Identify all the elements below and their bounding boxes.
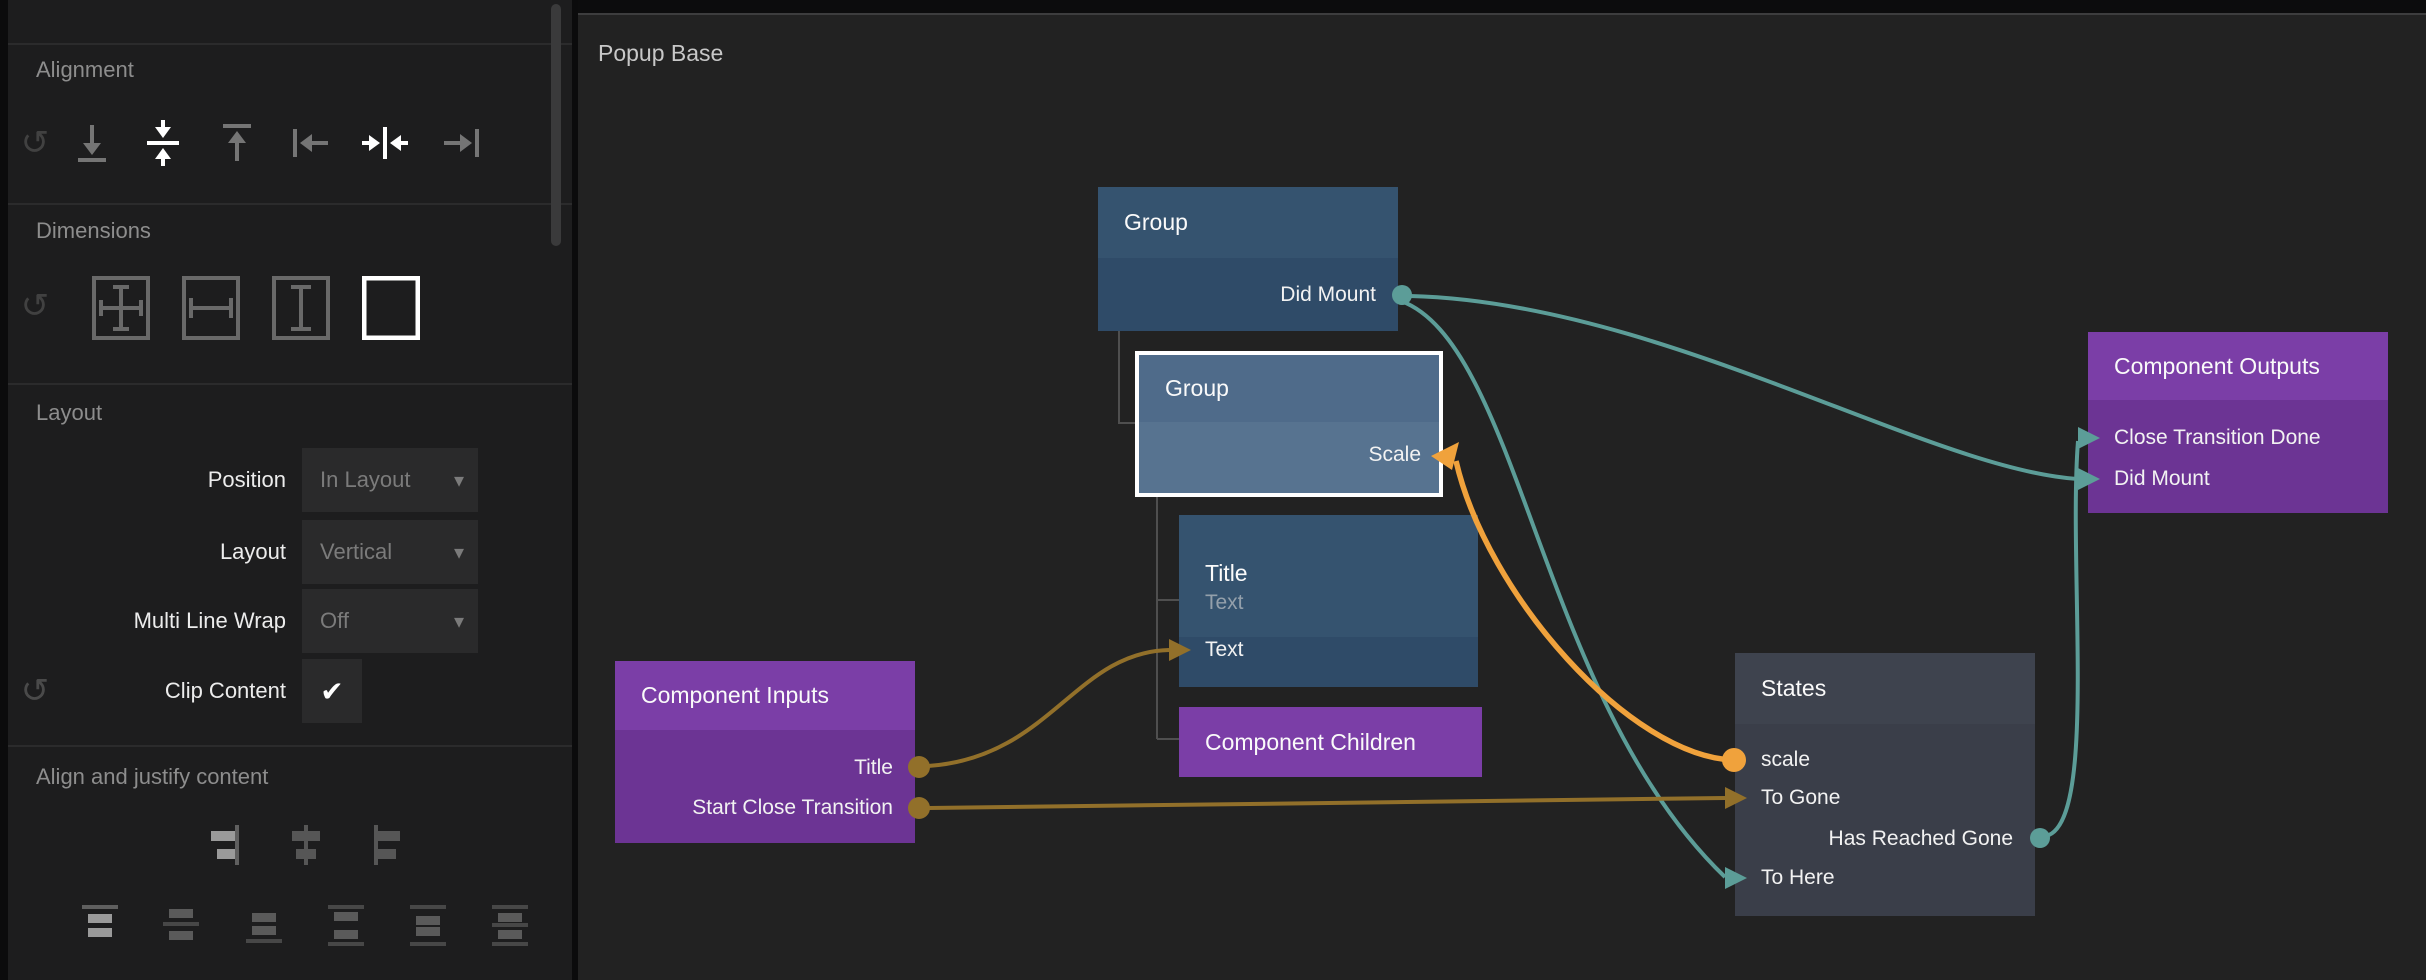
size-none-icon[interactable] bbox=[362, 276, 420, 340]
port-title[interactable]: Title bbox=[615, 754, 915, 782]
port-label: Did Mount bbox=[2114, 467, 2210, 490]
port-label: To Gone bbox=[1761, 786, 1841, 809]
content-space-evenly-icon[interactable] bbox=[488, 903, 532, 947]
node-title: Component Inputs bbox=[641, 682, 829, 708]
section-divider bbox=[8, 383, 572, 385]
node-title: Title bbox=[1205, 559, 1248, 586]
section-divider bbox=[8, 745, 572, 747]
node-header: States bbox=[1735, 653, 2035, 724]
port-scale-output[interactable]: scale bbox=[1735, 746, 2035, 774]
align-justify-section-title: Align and justify content bbox=[36, 764, 269, 789]
layout-section-title: Layout bbox=[36, 400, 103, 425]
properties-sidebar bbox=[8, 0, 572, 980]
port-label: Start Close Transition bbox=[692, 796, 893, 819]
node-title-text[interactable]: Title Text Text bbox=[1179, 515, 1478, 687]
port-label: Has Reached Gone bbox=[1828, 827, 2013, 850]
node-type-label: Text bbox=[1205, 590, 1244, 614]
component-breadcrumb: Popup Base bbox=[598, 40, 724, 66]
node-group-selected[interactable]: Group Scale bbox=[1135, 351, 1443, 497]
port-label: Scale bbox=[1368, 443, 1421, 466]
port-label: Text bbox=[1205, 638, 1244, 661]
justify-center-icon[interactable] bbox=[284, 823, 328, 867]
align-vertical-center-icon[interactable] bbox=[139, 119, 187, 167]
node-group[interactable]: Group Did Mount bbox=[1098, 187, 1398, 331]
node-component-children[interactable]: Component Children bbox=[1179, 707, 1482, 777]
reset-icon: ↺ bbox=[20, 286, 50, 326]
sidebar-scrollbar[interactable] bbox=[551, 4, 561, 246]
node-component-outputs[interactable]: Component Outputs Close Transition Done … bbox=[2088, 332, 2388, 513]
reset-alignment-icon[interactable]: ↺ bbox=[13, 121, 57, 165]
content-end-icon[interactable] bbox=[242, 903, 286, 947]
clip-content-checkbox[interactable]: ✔ bbox=[302, 659, 362, 723]
content-center-icon[interactable] bbox=[159, 903, 203, 947]
size-horizontal-icon[interactable] bbox=[182, 276, 240, 340]
node-component-inputs[interactable]: Component Inputs Title Start Close Trans… bbox=[615, 661, 915, 843]
node-title: Group bbox=[1124, 209, 1188, 235]
justify-end-icon[interactable] bbox=[203, 823, 247, 867]
layout-label: Layout bbox=[219, 539, 286, 564]
node-states[interactable]: States scale To Gone Has Reached Gone To… bbox=[1735, 653, 2035, 916]
node-header: Group bbox=[1139, 355, 1439, 422]
port-scale[interactable]: Scale bbox=[1139, 441, 1439, 469]
left-edge-strip bbox=[0, 0, 8, 980]
port-start-close-transition[interactable]: Start Close Transition bbox=[615, 794, 915, 822]
wrap-value: Off bbox=[320, 608, 349, 633]
node-header: Group bbox=[1098, 187, 1398, 258]
position-value: In Layout bbox=[320, 467, 411, 492]
reset-icon: ↺ bbox=[20, 123, 50, 163]
node-header: Component Outputs bbox=[2088, 332, 2388, 400]
layout-value: Vertical bbox=[320, 539, 393, 564]
port-label: To Here bbox=[1761, 866, 1835, 889]
port-label: scale bbox=[1761, 748, 1811, 771]
multi-line-wrap-dropdown[interactable]: Off ▾ bbox=[302, 589, 478, 653]
reset-clip-content-icon[interactable]: ↺ bbox=[13, 669, 57, 713]
chevron-down-icon: ▾ bbox=[453, 609, 464, 633]
chevron-down-icon: ▾ bbox=[453, 540, 464, 564]
justify-start-icon[interactable] bbox=[366, 823, 410, 867]
node-title: Component Outputs bbox=[2114, 352, 2320, 379]
chevron-down-icon: ▾ bbox=[453, 468, 464, 492]
content-space-around-icon[interactable] bbox=[406, 903, 450, 947]
alignment-section-title: Alignment bbox=[36, 57, 134, 82]
panel-divider[interactable] bbox=[572, 0, 578, 980]
multi-line-wrap-label: Multi Line Wrap bbox=[133, 608, 286, 633]
dimensions-section-title: Dimensions bbox=[36, 218, 151, 243]
content-space-between-icon[interactable] bbox=[324, 903, 368, 947]
node-title: Component Children bbox=[1205, 728, 1416, 755]
canvas-top-strip bbox=[578, 0, 2426, 15]
port-close-transition-done[interactable]: Close Transition Done bbox=[2088, 424, 2388, 452]
port-label: Title bbox=[854, 756, 893, 779]
align-left-icon[interactable] bbox=[286, 119, 334, 167]
content-start-icon[interactable] bbox=[78, 903, 122, 947]
reset-dimensions-icon[interactable]: ↺ bbox=[13, 284, 57, 328]
layout-dropdown[interactable]: Vertical ▾ bbox=[302, 520, 478, 584]
align-right-icon[interactable] bbox=[438, 119, 486, 167]
position-dropdown[interactable]: In Layout ▾ bbox=[302, 448, 478, 512]
port-to-here[interactable]: To Here bbox=[1735, 864, 2035, 892]
port-label: Did Mount bbox=[1280, 283, 1376, 306]
size-both-icon[interactable] bbox=[92, 276, 150, 340]
check-icon: ✔ bbox=[320, 674, 344, 708]
port-text[interactable]: Text bbox=[1179, 636, 1478, 664]
position-label: Position bbox=[207, 467, 286, 492]
node-header: Title Text bbox=[1179, 515, 1478, 637]
port-to-gone[interactable]: To Gone bbox=[1735, 784, 2035, 812]
port-did-mount-output[interactable]: Did Mount bbox=[2088, 465, 2388, 493]
node-header: Component Inputs bbox=[615, 661, 915, 730]
align-top-icon[interactable] bbox=[213, 119, 261, 167]
reset-icon: ↺ bbox=[20, 671, 50, 711]
port-label: Close Transition Done bbox=[2114, 426, 2321, 449]
port-did-mount[interactable]: Did Mount bbox=[1098, 281, 1398, 309]
port-has-reached-gone[interactable]: Has Reached Gone bbox=[1735, 825, 2035, 853]
size-vertical-icon[interactable] bbox=[272, 276, 330, 340]
section-divider bbox=[8, 203, 572, 205]
section-divider bbox=[8, 43, 572, 45]
node-title: States bbox=[1761, 675, 1827, 701]
align-horizontal-center-icon[interactable] bbox=[361, 119, 409, 167]
clip-content-label: Clip Content bbox=[164, 678, 286, 703]
node-title: Group bbox=[1165, 375, 1229, 401]
align-bottom-icon[interactable] bbox=[68, 119, 116, 167]
